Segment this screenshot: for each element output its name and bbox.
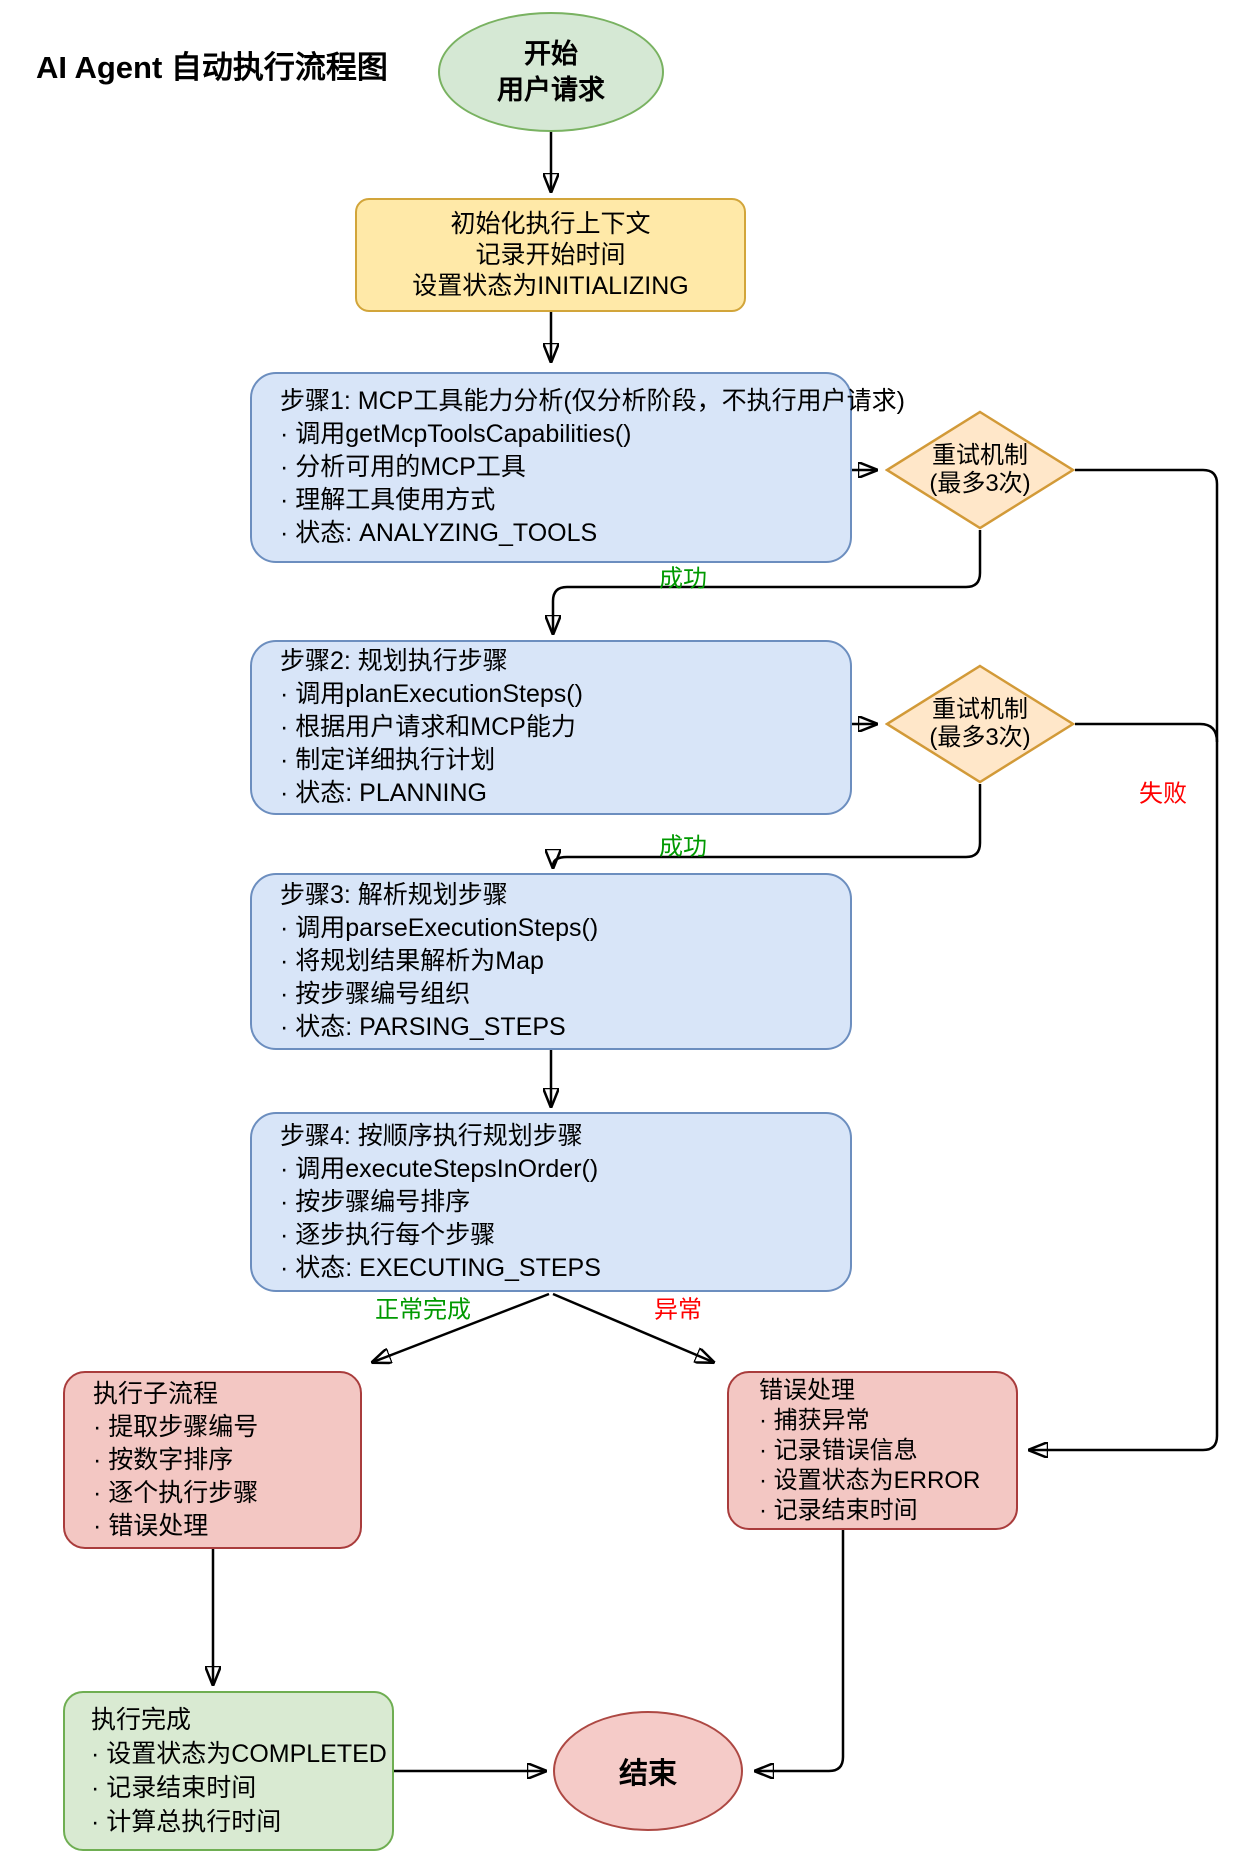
- text-line: · 调用getMcpToolsCapabilities(): [280, 420, 632, 448]
- label-exception: 异常: [654, 1296, 702, 1324]
- text-line: · 根据用户请求和MCP能力: [280, 713, 576, 741]
- text-line: · 设置状态为ERROR: [759, 1466, 981, 1494]
- text-line: · 按数字排序: [93, 1445, 234, 1474]
- retry1-text: 重试机制(最多3次): [929, 442, 1030, 498]
- text-line: · 设置状态为COMPLETED: [91, 1740, 387, 1768]
- text-line: · 状态: ANALYZING_TOOLS: [280, 519, 598, 547]
- subprocess-node: 执行子流程 · 提取步骤编号 · 按数字排序 · 逐个执行步骤 · 错误处理: [63, 1371, 362, 1549]
- retry2-diamond: 重试机制(最多3次): [885, 664, 1075, 784]
- complete-node: 执行完成 · 设置状态为COMPLETED · 记录结束时间 · 计算总执行时间: [63, 1691, 394, 1851]
- step4-node: 步骤4: 按顺序执行规划步骤 · 调用executeStepsInOrder() ·…: [250, 1112, 852, 1292]
- label-success-2: 成功: [659, 833, 707, 861]
- label-success-1: 成功: [659, 565, 707, 593]
- edge-error-to-end: [756, 1530, 845, 1771]
- text-line: 错误处理: [759, 1376, 855, 1404]
- text-line: · 理解工具使用方式: [280, 486, 496, 514]
- edge-retry2-success-step3: [553, 784, 982, 867]
- text-line: · 将规划结果解析为Map: [280, 947, 544, 975]
- text-line: 步骤4: 按顺序执行规划步骤: [280, 1121, 583, 1150]
- step2-node: 步骤2: 规划执行步骤 · 调用planExecutionSteps() · 根据用…: [250, 640, 852, 815]
- text-line: 重试机制: [932, 696, 1028, 723]
- text-line: 步骤1: MCP工具能力分析(仅分析阶段，不执行用户请求): [280, 387, 906, 415]
- text-line: · 状态: PARSING_STEPS: [280, 1013, 566, 1041]
- page-title: AI Agent 自动执行流程图: [36, 50, 388, 85]
- text-line: · 状态: PLANNING: [280, 779, 487, 807]
- end-label: 结束: [618, 1758, 677, 1790]
- text-line: · 调用planExecutionSteps(): [280, 680, 583, 708]
- text-line: · 调用executeStepsInOrder(): [280, 1154, 599, 1183]
- start-node: 开始用户请求: [438, 12, 664, 132]
- text-line: 用户请求: [497, 75, 605, 105]
- text-line: 设置状态为INITIALIZING: [412, 271, 689, 300]
- text-line: · 调用parseExecutionSteps(): [280, 914, 599, 942]
- error-node: 错误处理· 捕获异常· 记录错误信息· 设置状态为ERROR· 记录结束时间: [727, 1371, 1018, 1530]
- edge-retry1-fail-error: [1030, 468, 1219, 1450]
- edge-retry1-success-step2: [553, 530, 982, 633]
- text-line: · 制定详细执行计划: [280, 746, 496, 774]
- text-line: 步骤3: 解析规划步骤: [280, 881, 508, 909]
- text-line: · 错误处理: [93, 1511, 209, 1540]
- text-line: · 计算总执行时间: [91, 1808, 282, 1836]
- text-line: · 捕获异常: [759, 1406, 870, 1434]
- text-line: · 逐个执行步骤: [93, 1478, 259, 1507]
- edge-step4-to-error: [552, 1292, 713, 1362]
- text-line: · 按步骤编号排序: [280, 1187, 471, 1216]
- text-line: (最多3次): [929, 724, 1031, 751]
- text-line: · 记录结束时间: [759, 1496, 918, 1524]
- step1-node: 步骤1: MCP工具能力分析(仅分析阶段，不执行用户请求) · 调用getMcpT…: [250, 372, 906, 563]
- end-node: 结束: [553, 1711, 743, 1831]
- text-line: · 记录结束时间: [91, 1774, 257, 1802]
- text-line: 执行完成: [91, 1706, 192, 1734]
- text-line: 记录开始时间: [475, 240, 626, 269]
- retry2-text: 重试机制(最多3次): [929, 696, 1030, 752]
- label-normal-complete: 正常完成: [375, 1296, 471, 1324]
- text-line: 重试机制: [932, 442, 1028, 469]
- retry1-diamond: 重试机制(最多3次): [885, 410, 1075, 530]
- text-line: · 按步骤编号组织: [280, 980, 471, 1008]
- text-line: 开始: [524, 39, 578, 69]
- edge-step4-to-subprocess: [373, 1292, 550, 1362]
- text-line: 初始化执行上下文: [450, 209, 651, 238]
- text-line: 步骤2: 规划执行步骤: [280, 647, 508, 675]
- text-line: · 记录错误信息: [759, 1436, 918, 1464]
- edge-retry2-fail-merge: [1075, 722, 1219, 743]
- diamond-shape: [885, 410, 1075, 530]
- label-fail: 失败: [1139, 780, 1187, 808]
- text-line: 执行子流程: [93, 1379, 219, 1408]
- step3-node: 步骤3: 解析规划步骤 · 调用parseExecutionSteps() · 将规…: [250, 873, 852, 1050]
- text-line: · 分析可用的MCP工具: [280, 453, 526, 481]
- text-line: · 提取步骤编号: [93, 1412, 259, 1441]
- text-line: (最多3次): [929, 470, 1031, 497]
- text-line: · 逐步执行每个步骤: [280, 1220, 496, 1249]
- init-node: 初始化执行上下文记录开始时间设置状态为INITIALIZING: [355, 198, 746, 312]
- text-line: · 状态: EXECUTING_STEPS: [280, 1253, 601, 1282]
- diamond-shape: [885, 664, 1075, 784]
